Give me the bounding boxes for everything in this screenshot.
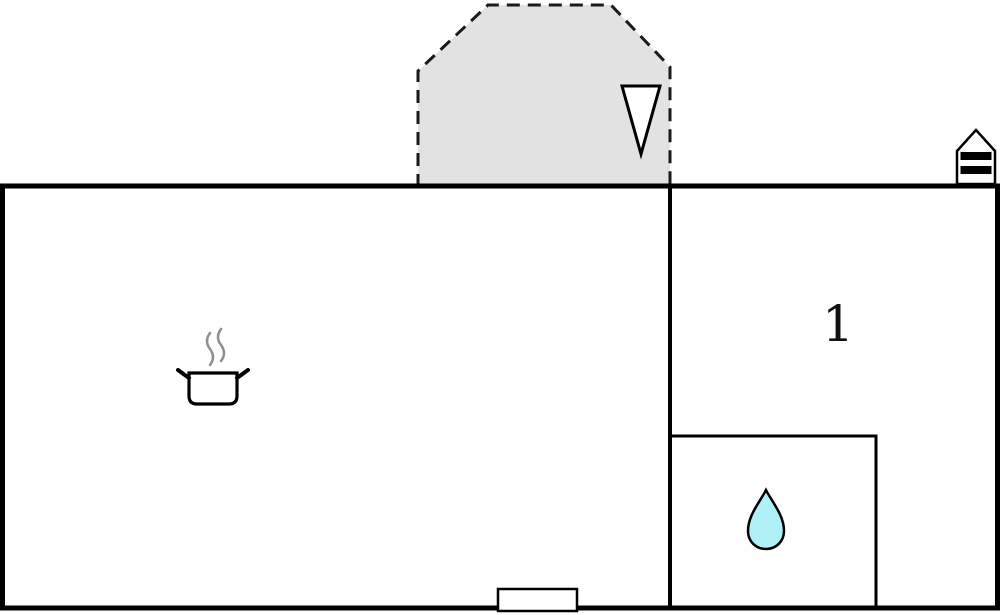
room-number-label: 1 xyxy=(822,295,854,353)
chimney-icon xyxy=(955,128,997,186)
cooking-pot-icon xyxy=(176,327,250,406)
terrace-area xyxy=(416,3,672,189)
entrance-arrow-icon xyxy=(620,84,662,160)
bathroom-wall xyxy=(668,434,878,610)
steam-icon xyxy=(205,327,226,367)
water-drop-icon xyxy=(746,487,786,551)
outer-wall xyxy=(0,183,1000,611)
window-marker xyxy=(496,587,579,613)
